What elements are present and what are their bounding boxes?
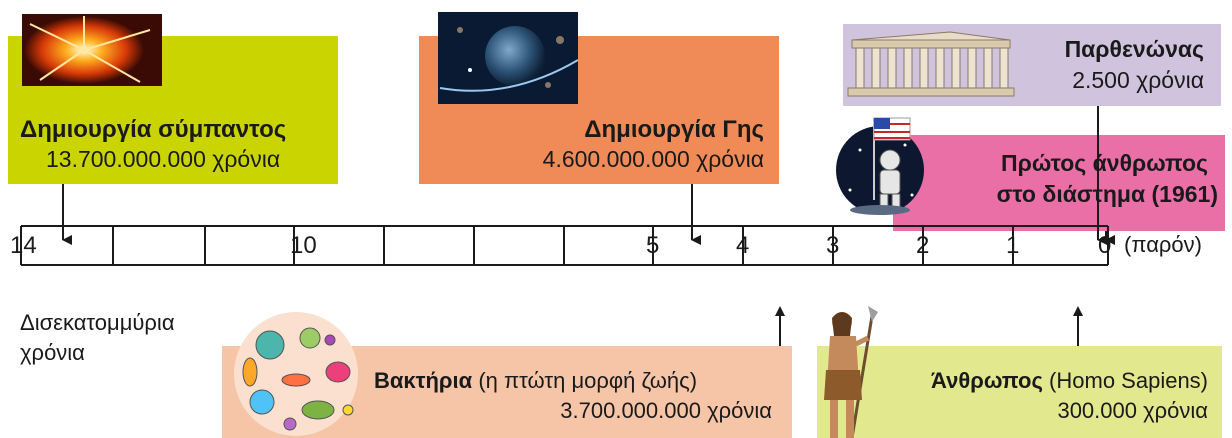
tick-5: 5 [646, 232, 660, 259]
first-man-box [893, 135, 1225, 231]
axis-unit-line1: Δισεκατομμύρια [20, 310, 175, 335]
human-heading: Άνθρωπος (Homo Sapiens) [931, 368, 1208, 393]
human-value: 300.000 χρόνια [1057, 398, 1208, 423]
bacteria-value: 3.700.000.000 χρόνια [560, 398, 772, 423]
parthenon-value: 2.500 χρόνια [1072, 67, 1204, 93]
tick-2: 2 [916, 232, 930, 259]
tick-14: 14 [10, 232, 37, 259]
human-subtitle: (Homo Sapiens) [1049, 368, 1208, 393]
astronaut-icon [836, 117, 924, 215]
timeline-axis [20, 225, 1109, 266]
axis-unit-line2: χρόνια [20, 340, 85, 365]
tick-4: 4 [736, 232, 750, 259]
universe-title: Δημιουργία σύμπαντος [20, 116, 287, 143]
tick-0: 0 [1098, 232, 1112, 259]
earth-title: Δημιουργία Γης [584, 116, 764, 143]
earth-value: 4.600.000.000 χρόνια [542, 146, 764, 172]
parthenon-icon [847, 31, 1015, 97]
parthenon-title: Παρθενώνας [1064, 36, 1204, 62]
first-man-title-line2: στο διάστημα (1961) [996, 181, 1218, 207]
tick-3: 3 [826, 232, 840, 259]
tick-10: 10 [290, 232, 317, 259]
present-label: (παρόν) [1124, 232, 1202, 257]
bacteria-icon [234, 312, 358, 436]
human-title: Άνθρωπος [931, 368, 1043, 393]
universe-value: 13.700.000.000 χρόνια [46, 146, 281, 172]
bacteria-heading: Βακτήρια (η πτώτη μορφή ζωής) [374, 368, 697, 393]
bacteria-title: Βακτήρια [374, 368, 473, 393]
caveman-icon [824, 306, 878, 438]
explosion-icon [22, 14, 162, 86]
human-box [817, 346, 1222, 438]
tick-1: 1 [1006, 232, 1020, 259]
planet-icon [438, 12, 579, 104]
bacteria-subtitle: (η πτώτη μορφή ζωής) [478, 368, 698, 393]
first-man-title-line1: Πρώτος άνθρωπος [1000, 150, 1208, 176]
